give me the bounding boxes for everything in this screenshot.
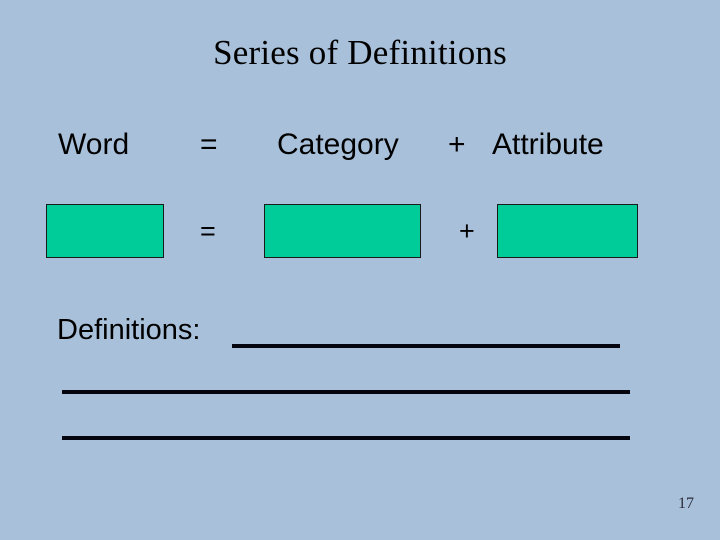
answer-equals-symbol: =	[200, 216, 216, 246]
definitions-label: Definitions:	[57, 314, 201, 346]
header-label-word: Word	[58, 128, 130, 161]
page-number: 17	[678, 495, 694, 512]
answer-plus-symbol: +	[459, 216, 475, 246]
definitions-write-line-3[interactable]	[62, 436, 630, 440]
answer-box-category[interactable]	[264, 204, 421, 258]
formula-header-row: Word = Category + Attribute	[0, 122, 720, 168]
definitions-write-line-2[interactable]	[62, 390, 630, 394]
definitions-write-line-1[interactable]	[232, 344, 620, 348]
header-label-attribute: Attribute	[492, 128, 604, 161]
header-label-category: Category	[277, 128, 399, 161]
answer-box-word[interactable]	[46, 204, 164, 258]
answer-box-attribute[interactable]	[497, 204, 638, 258]
header-plus-symbol: +	[448, 128, 466, 161]
header-equals-symbol: =	[200, 128, 218, 161]
page-title: Series of Definitions	[213, 33, 507, 72]
answer-box-row: = +	[0, 204, 720, 260]
